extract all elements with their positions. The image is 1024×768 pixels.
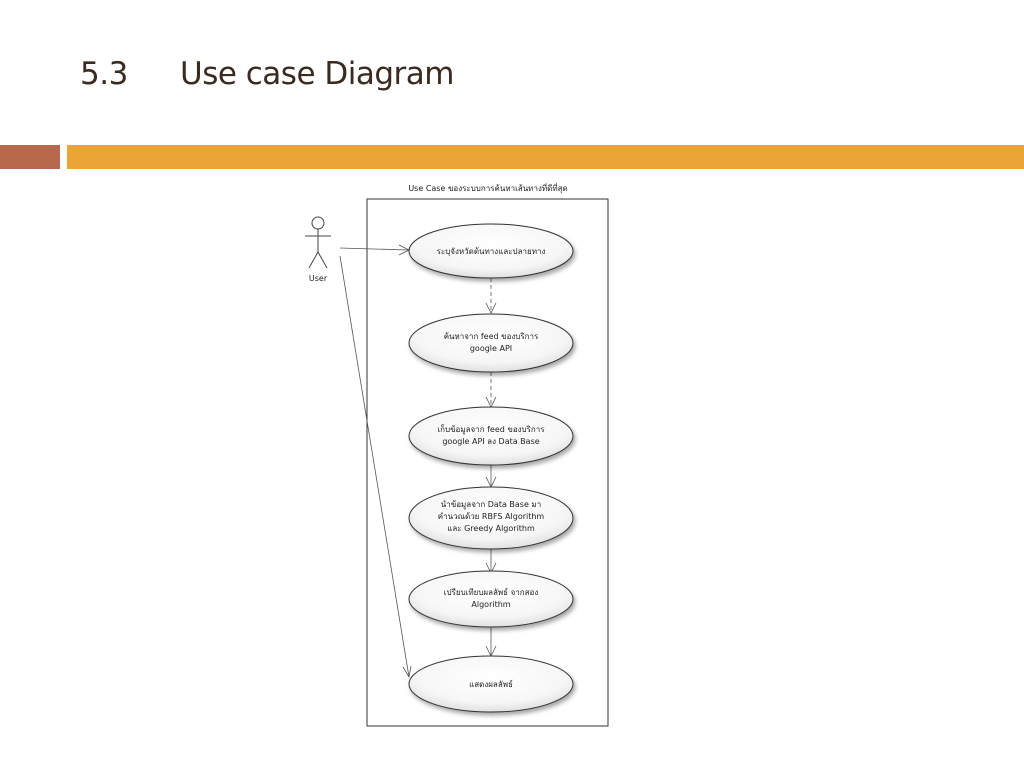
use-case-3: เก็บข้อมูลจาก feed ของบริการ google API … <box>408 406 574 466</box>
association-to-uc6 <box>339 255 410 678</box>
actor-leg-left <box>308 251 319 269</box>
actor-head <box>311 216 325 230</box>
accent-bar-right <box>67 145 1024 169</box>
use-case-ellipse <box>408 406 574 466</box>
dependency-arrowhead-1-2 <box>485 302 497 314</box>
use-case-label-line-1: เปรียบเทียบผลลัพธ์ จากสอง <box>444 587 539 597</box>
page-title: 5.3 Use case Diagram <box>80 56 454 92</box>
use-case-label-line-1: เก็บข้อมูลจาก feed ของบริการ <box>437 424 545 435</box>
actor-label: User <box>309 274 328 283</box>
use-case-ellipse <box>408 655 574 713</box>
use-case-label: ระบุจังหวัดต้นทางและปลายทาง <box>437 247 546 256</box>
association-arrowhead-2 <box>402 665 412 679</box>
use-case-ellipse <box>408 570 574 628</box>
use-case-label-line-2: google API ลง Data Base <box>442 437 539 446</box>
use-case-4: นำข้อมูลจาก Data Base มา คำนวณด้วย RBFS … <box>408 486 574 550</box>
actor-user <box>305 216 331 269</box>
association-to-uc1 <box>339 247 410 251</box>
use-case-label-line-2: google API <box>470 344 512 353</box>
use-case-ellipse <box>408 313 574 373</box>
include-arrows <box>485 278 497 657</box>
use-case-ellipse <box>408 486 574 550</box>
actor-associations <box>339 244 412 679</box>
use-case-2: ค้นหาจาก feed ของบริการ google API <box>408 313 574 373</box>
diagram-caption: Use Case ของระบบการค้นหาเส้นทางที่ดีที่ส… <box>408 182 567 193</box>
use-case-label-line-1: นำข้อมูลจาก Data Base มา <box>441 500 541 510</box>
use-case-label-line-2: คำนวณด้วย RBFS Algorithm <box>438 512 545 521</box>
use-case-label-line-3: และ Greedy Algorithm <box>447 524 535 533</box>
use-case-ellipse <box>408 223 574 279</box>
use-case-6: แสดงผลลัพธ์ <box>408 655 574 713</box>
title-text: Use case Diagram <box>180 56 454 92</box>
use-case-label: แสดงผลลัพธ์ <box>469 679 513 689</box>
use-case-1: ระบุจังหวัดต้นทางและปลายทาง <box>408 223 574 279</box>
accent-bar-left <box>0 145 60 169</box>
actor-leg-right <box>317 251 328 269</box>
use-case-label-line-2: Algorithm <box>471 600 510 609</box>
section-number: 5.3 <box>80 56 128 92</box>
use-case-label-line-1: ค้นหาจาก feed ของบริการ <box>444 332 539 341</box>
use-case-5: เปรียบเทียบผลลัพธ์ จากสอง Algorithm <box>408 570 574 628</box>
